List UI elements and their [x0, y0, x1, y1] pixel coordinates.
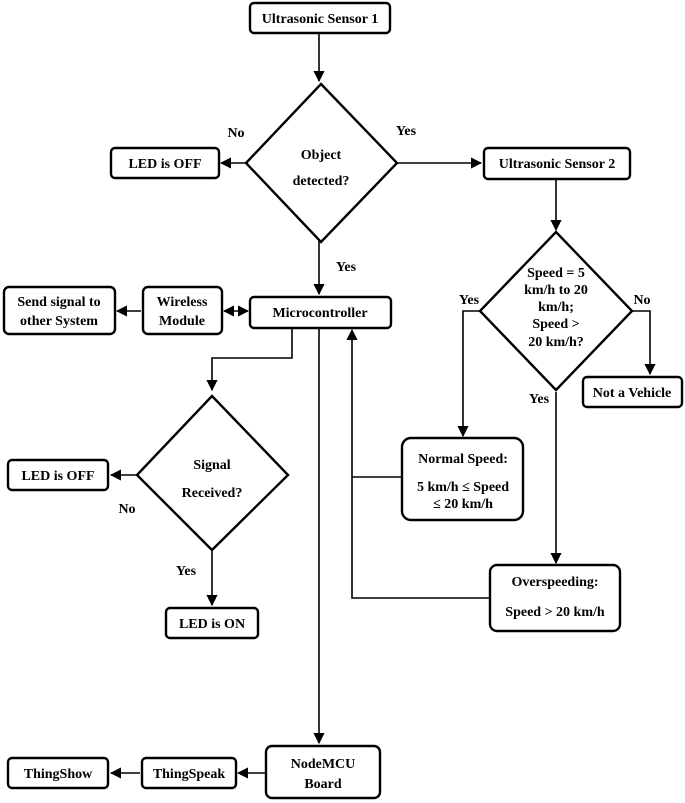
- node-speed-check: Speed = 5 km/h to 20 km/h; Speed > 20 km…: [478, 230, 634, 392]
- node-led-on: LED is ON: [164, 606, 260, 640]
- arrow-micro-to-signal: [206, 329, 293, 392]
- edge-label-speed-no-right: No: [633, 293, 650, 308]
- node-thingspeak-label: ThingSpeak: [153, 767, 226, 782]
- node-signal-received-label-2: Received?: [182, 486, 243, 501]
- edge-label-object-yes-right: Yes: [396, 124, 417, 139]
- node-nodemcu-board-label-2: Board: [304, 777, 342, 792]
- edge-label-signal-no: No: [118, 502, 135, 517]
- node-led-off-top: LED is OFF: [109, 146, 221, 180]
- node-speed-check-label-2: km/h to 20: [524, 283, 588, 298]
- node-signal-received: Signal Received?: [135, 394, 290, 552]
- node-wireless-module: Wireless Module: [141, 285, 224, 336]
- arrow-speed-yes-normal: [457, 310, 480, 438]
- node-object-detected-label-2: detected?: [293, 174, 350, 189]
- arrow-speed-no-vehicle: [632, 310, 656, 376]
- node-thingshow-label: ThingShow: [24, 767, 93, 782]
- node-led-on-label: LED is ON: [179, 617, 245, 632]
- node-send-signal-label-2: other System: [20, 314, 98, 329]
- node-ultrasonic-sensor-1-label: Ultrasonic Sensor 1: [262, 12, 378, 27]
- node-send-signal: Send signal to other System: [2, 285, 117, 336]
- node-normal-speed-label-1: Normal Speed:: [418, 452, 508, 467]
- node-signal-received-label-1: Signal: [193, 458, 230, 473]
- edge-label-speed-yes-left: Yes: [459, 293, 480, 308]
- node-ultrasonic-sensor-1: Ultrasonic Sensor 1: [248, 1, 392, 35]
- node-nodemcu-board: NodeMCU Board: [264, 744, 382, 800]
- node-overspeeding-label-2: Speed > 20 km/h: [505, 605, 605, 620]
- node-object-detected: Object detected?: [244, 82, 399, 244]
- arrow-overspeed-to-micro: [346, 328, 489, 599]
- node-nodemcu-board-label-1: NodeMCU: [291, 757, 356, 772]
- node-led-off-mid-label: LED is OFF: [21, 469, 94, 484]
- node-speed-check-label-5: 20 km/h?: [528, 335, 584, 350]
- node-wireless-module-label-1: Wireless: [157, 295, 208, 310]
- edge-label-speed-yes-down: Yes: [529, 392, 550, 407]
- node-speed-check-label-3: km/h;: [538, 300, 574, 315]
- node-microcontroller: Microcontroller: [248, 295, 393, 330]
- node-microcontroller-label: Microcontroller: [272, 306, 367, 321]
- connectors: [109, 33, 656, 779]
- node-object-detected-label-1: Object: [301, 148, 342, 163]
- edge-label-object-yes-down: Yes: [336, 260, 357, 275]
- edge-label-object-no: No: [227, 126, 244, 141]
- node-led-off-top-label: LED is OFF: [128, 157, 201, 172]
- node-not-a-vehicle-label: Not a Vehicle: [593, 386, 672, 401]
- node-send-signal-label-1: Send signal to: [17, 295, 100, 310]
- node-speed-check-label-1: Speed = 5: [527, 266, 585, 281]
- node-normal-speed: Normal Speed: 5 km/h ≤ Speed ≤ 20 km/h: [400, 436, 525, 522]
- node-overspeeding-label-1: Overspeeding:: [511, 575, 598, 590]
- node-thingspeak: ThingSpeak: [140, 756, 238, 790]
- edge-labels: No Yes Yes Yes No Yes No Yes: [118, 124, 650, 579]
- node-wireless-module-label-2: Module: [159, 314, 205, 329]
- node-speed-check-label-4: Speed >: [532, 317, 579, 332]
- node-led-off-mid: LED is OFF: [6, 458, 110, 492]
- node-not-a-vehicle: Not a Vehicle: [581, 375, 684, 409]
- node-normal-speed-label-3: ≤ 20 km/h: [433, 497, 493, 512]
- node-ultrasonic-sensor-2: Ultrasonic Sensor 2: [482, 146, 632, 181]
- node-normal-speed-label-2: 5 km/h ≤ Speed: [417, 480, 509, 495]
- edge-label-signal-yes: Yes: [176, 564, 197, 579]
- node-ultrasonic-sensor-2-label: Ultrasonic Sensor 2: [499, 157, 615, 172]
- node-overspeeding: Overspeeding: Speed > 20 km/h: [488, 563, 622, 633]
- node-thingshow: ThingShow: [6, 756, 110, 790]
